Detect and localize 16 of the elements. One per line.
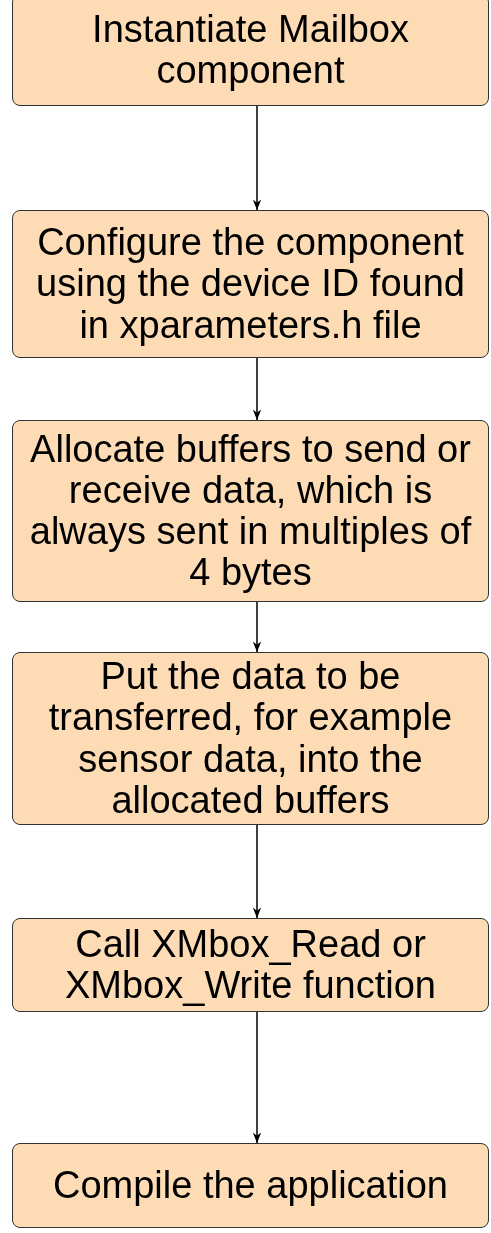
process-box [12,652,489,825]
arrow [252,824,262,919]
process-box [12,0,489,106]
step-text: Instantiate Mailbox component [91,8,410,92]
step-text: Configure the component using the device ID found in xparameters.h file [35,222,466,346]
process-box [12,918,489,1012]
step-text: Put the data to be transferred, for example sensor data, into the allocated buffers [47,656,454,821]
step-text: Call XMbox_Read or XMbox_Write function [64,923,437,1007]
process-box [12,1143,489,1228]
arrow [252,601,262,653]
step-text: Allocate buffers to send or receive data, which is always sent in multiples of 4 bytes [28,428,473,594]
arrow [252,1011,262,1144]
step-text: Compile the application [53,1165,448,1206]
process-box [12,210,489,358]
arrow [252,105,262,211]
arrow [252,357,262,421]
